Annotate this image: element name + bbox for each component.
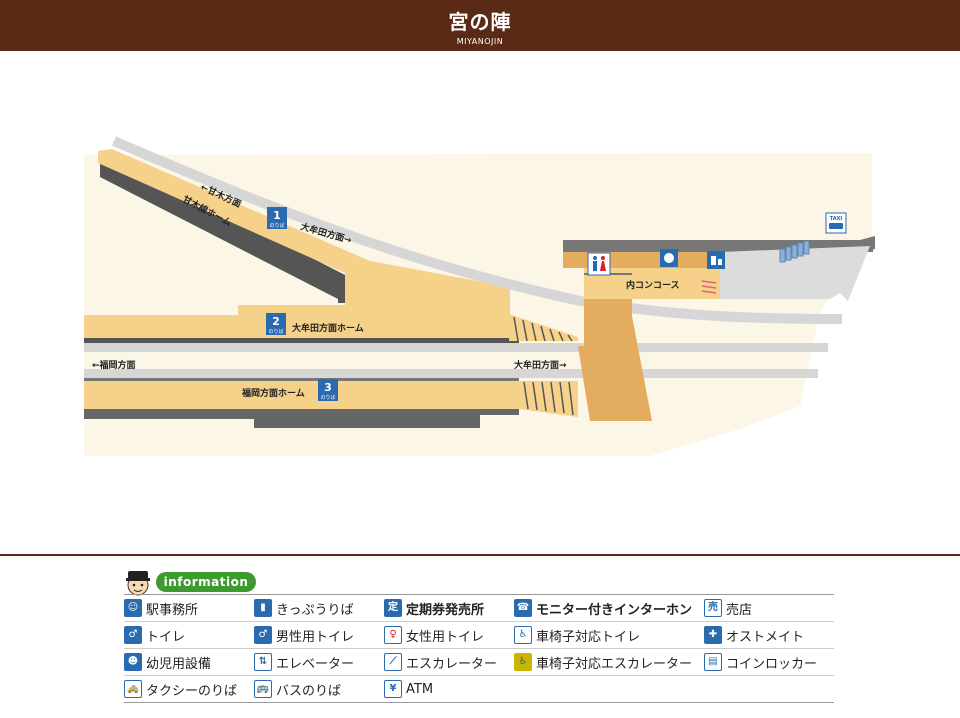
- amagi-platform: [84, 149, 510, 341]
- legend-item: ♂トイレ: [124, 626, 185, 645]
- concourse-hall: [584, 268, 720, 299]
- baby-facility-icon: ☻: [124, 653, 142, 671]
- station-header: 宮の陣 MIYANOJIN: [0, 0, 960, 51]
- ticket-gate-icon: ▮: [254, 599, 272, 617]
- toilet-icon: ♂: [124, 626, 142, 644]
- omuta-direction-lower-label: 大牟田方面→: [514, 359, 567, 371]
- commuter-pass-icon: 定: [384, 599, 402, 617]
- legend-item: ⟋エスカレーター: [384, 653, 497, 672]
- information-header: information: [124, 568, 324, 596]
- svg-text:3: 3: [324, 381, 332, 394]
- svg-text:2: 2: [272, 315, 280, 328]
- omuta-platform-label: 大牟田方面ホーム: [292, 322, 364, 334]
- legend-item: 🚕タクシーのりば: [124, 680, 237, 699]
- station-map-svg: ←甘木方面 甘木線ホーム 大牟田方面→ 大牟田方面ホーム ←福岡方面 大牟田方面…: [84, 136, 875, 456]
- information-title: information: [156, 572, 256, 592]
- legend-item: ♀女性用トイレ: [384, 626, 484, 645]
- platform-2-badge: 2 のりば: [266, 313, 286, 335]
- station-map: ←甘木方面 甘木線ホーム 大牟田方面→ 大牟田方面ホーム ←福岡方面 大牟田方面…: [0, 51, 960, 551]
- legend-item: 定定期券発売所: [384, 599, 484, 618]
- exit-plaza: [720, 246, 870, 301]
- elevator-icon: ⇅: [254, 653, 272, 671]
- svg-text:のりば: のりば: [268, 328, 283, 335]
- platform-3: [84, 381, 519, 409]
- svg-text:のりば: のりば: [269, 222, 284, 229]
- svg-text:のりば: のりば: [320, 394, 335, 401]
- accessible-toilet-icon: ♿: [514, 626, 532, 644]
- platform-3-topedge: [84, 378, 519, 381]
- station-office-icon: [660, 249, 678, 267]
- legend-item: ✚オストメイト: [704, 626, 804, 645]
- station-romaji: MIYANOJIN: [456, 37, 504, 46]
- mens-toilet-icon: ♂: [254, 626, 272, 644]
- accessible-escalator-icon: ♿: [514, 653, 532, 671]
- legend-row: ☻幼児用設備 ⇅エレベーター ⟋エスカレーター ♿車椅子対応エスカレーター ▤コ…: [124, 649, 834, 676]
- legend-item: ☺駅事務所: [124, 599, 198, 618]
- legend-row: ♂トイレ ♂男性用トイレ ♀女性用トイレ ♿車椅子対応トイレ ✚オストメイト: [124, 622, 834, 649]
- concourse-label: 内コンコース: [626, 279, 680, 291]
- shop-icon: 売: [704, 599, 722, 617]
- womens-toilet-icon: ♀: [384, 626, 402, 644]
- mascot-icon: [126, 571, 150, 596]
- legend-item: ¥ATM: [384, 680, 433, 698]
- bus-icon: 🚌: [254, 680, 272, 698]
- station-office-icon: ☺: [124, 599, 142, 617]
- atm-icon: ¥: [384, 680, 402, 698]
- platform-1-badge: 1 のりば: [267, 207, 287, 229]
- legend-item: ♿車椅子対応トイレ: [514, 626, 640, 645]
- concourse-corridor: [578, 298, 652, 421]
- concourse-floor: [563, 252, 723, 268]
- exit-stairs: [779, 240, 810, 263]
- stairs-upper-steps: [513, 316, 573, 342]
- concourse-escalator: [701, 280, 717, 294]
- fukuoka-platform-label: 福岡方面ホーム: [241, 387, 305, 399]
- toilet-icon: [587, 252, 611, 276]
- facility-legend: ☺駅事務所 ▮きっぷうりば 定定期券発売所 ☎モニター付きインターホン 売売店 …: [124, 594, 834, 703]
- fukuoka-direction-label: ←福岡方面: [92, 359, 136, 371]
- platform-3-edge: [84, 409, 519, 428]
- taxi-icon: TAXI: [825, 212, 847, 234]
- legend-item: ⇅エレベーター: [254, 653, 354, 672]
- legend-item: ♿車椅子対応エスカレーター: [514, 653, 692, 672]
- legend-item: 🚌バスのりば: [254, 680, 341, 699]
- track-amagi-omuta: [112, 136, 843, 324]
- coin-locker-icon: ▤: [704, 653, 722, 671]
- svg-text:1: 1: [273, 209, 281, 222]
- legend-item: ▮きっぷうりば: [254, 599, 353, 618]
- ticket-gate-icon: [707, 251, 725, 269]
- legend-item: ▤コインロッカー: [704, 653, 817, 672]
- svg-text:TAXI: TAXI: [830, 216, 843, 222]
- station-name: 宮の陣: [448, 10, 512, 34]
- legend-item: ☻幼児用設備: [124, 653, 211, 672]
- stairs-lower-steps: [523, 381, 574, 416]
- track-omuta-lower: [84, 369, 818, 378]
- ostomate-icon: ✚: [704, 626, 722, 644]
- legend-item: ☎モニター付きインターホン: [514, 599, 692, 618]
- legend-row: 🚕タクシーのりば 🚌バスのりば ¥ATM: [124, 676, 834, 703]
- information-panel: information ☺駅事務所 ▮きっぷうりば 定定期券発売所 ☎モニター付…: [0, 554, 960, 718]
- intercom-icon: ☎: [514, 599, 532, 617]
- track-fukuoka: [84, 343, 828, 352]
- legend-item: ♂男性用トイレ: [254, 626, 354, 645]
- legend-row: ☺駅事務所 ▮きっぷうりば 定定期券発売所 ☎モニター付きインターホン 売売店: [124, 595, 834, 622]
- escalator-icon: ⟋: [384, 653, 402, 671]
- platform-2-edge: [84, 338, 519, 343]
- taxi-icon: 🚕: [124, 680, 142, 698]
- legend-item: 売売店: [704, 599, 752, 618]
- platform-3-badge: 3 のりば: [318, 379, 338, 401]
